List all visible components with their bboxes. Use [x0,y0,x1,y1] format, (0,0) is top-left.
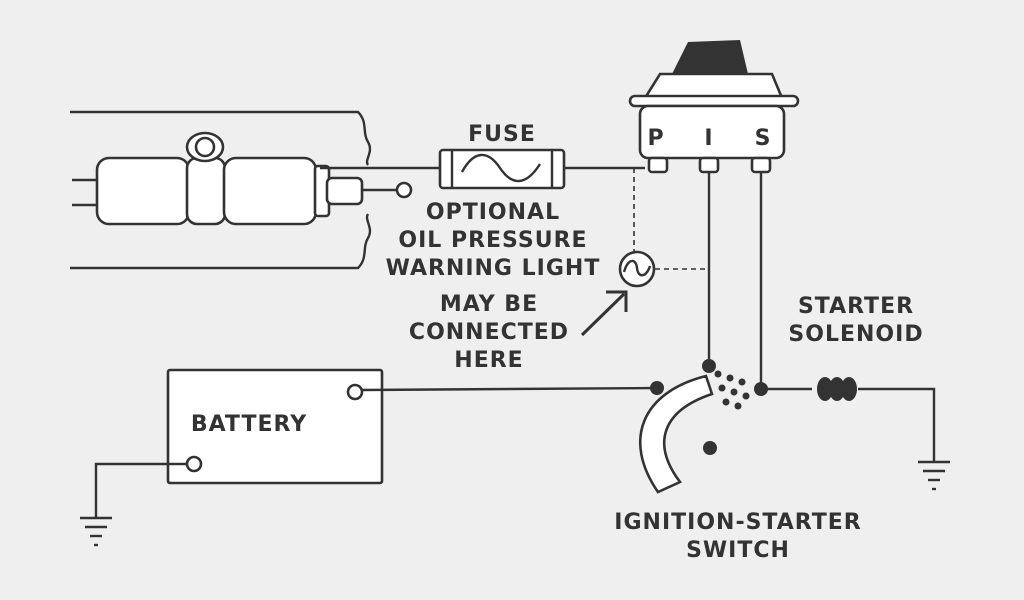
may-be-connected-line1: MAY BE [440,292,538,317]
ignition-switch-head [628,40,800,174]
wire-solenoid-ground [858,387,936,462]
fuse-label: FUSE [468,122,536,147]
ground-icon [80,516,112,547]
starter-solenoid-line1: STARTER [798,294,914,319]
ignition-starter-switch [639,359,768,494]
battery [166,368,384,485]
battery-label: BATTERY [191,412,307,437]
ground-icon [918,460,950,491]
optional-label-line2: OIL PRESSURE [398,228,587,253]
solenoid-coil-icon [817,377,857,401]
starter-solenoid-line2: SOLENOID [788,322,923,347]
terminal-s-label: S [755,126,772,151]
wire-battery-positive [361,386,658,392]
switch-label-line2: SWITCH [686,538,790,563]
may-be-connected-line3: HERE [454,348,523,373]
may-be-connected-line2: CONNECTED [409,320,569,345]
optional-label-line3: WARNING LIGHT [386,256,601,281]
terminal-p-label: P [647,126,664,151]
switch-label-line1: IGNITION-STARTER [614,510,861,535]
wire-battery-ground [94,462,187,518]
engine-block-outline [70,110,372,270]
warning-light-icon [618,250,656,288]
arrow-icon [580,290,628,337]
fuse-icon [438,148,566,190]
terminal-i-label: I [704,126,713,151]
oil-pressure-sender [72,131,413,226]
optional-label-line1: OPTIONAL [426,200,560,225]
